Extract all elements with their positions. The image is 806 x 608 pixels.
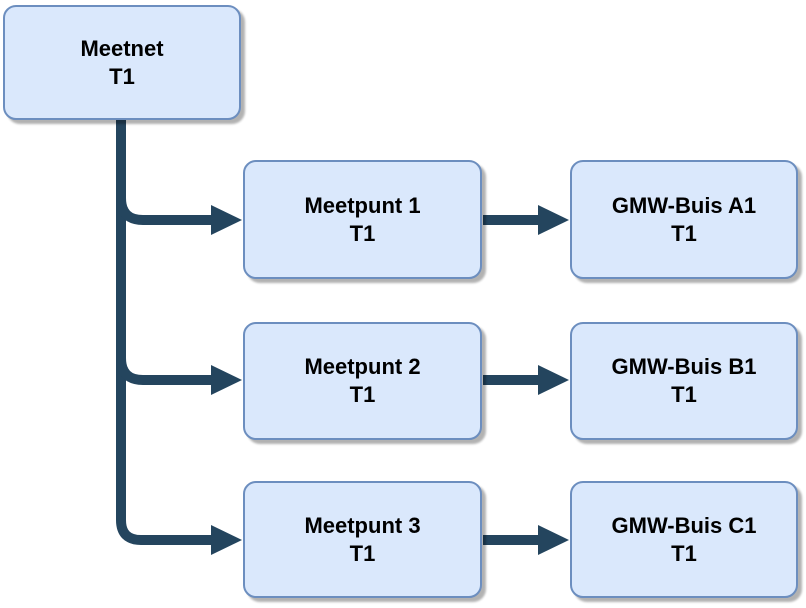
connector-meetnet-meetpunt3 [116, 120, 211, 545]
node-label: Meetpunt 2 [304, 354, 421, 379]
node-gmw-a1[interactable]: GMW-Buis A1 T1 [570, 160, 798, 279]
node-gmw-c1[interactable]: GMW-Buis C1 T1 [570, 481, 798, 598]
arrowhead-meetpunt2 [211, 365, 242, 395]
arrowhead-meetpunt1 [211, 205, 242, 235]
node-sublabel: T1 [671, 540, 697, 566]
node-meetpunt3[interactable]: Meetpunt 3 T1 [243, 481, 482, 598]
node-label: Meetpunt 3 [304, 512, 421, 538]
arrowhead-gmw-c1 [538, 525, 569, 555]
node-sublabel: T1 [349, 540, 376, 566]
node-gmw-b1[interactable]: GMW-Buis B1 T1 [570, 322, 798, 440]
node-meetnet[interactable]: Meetnet T1 [3, 5, 241, 120]
connector-meetnet-meetpunt2 [116, 356, 211, 385]
node-label: Meetpunt 1 [304, 192, 421, 218]
arrowhead-gmw-a1 [538, 205, 569, 235]
node-label: GMW-Buis C1 [611, 512, 757, 538]
node-label: GMW-Buis A1 [611, 192, 757, 218]
node-sublabel: T1 [349, 382, 376, 407]
connector-meetnet-meetpunt1 [116, 196, 211, 225]
arrowhead-meetpunt3 [211, 525, 242, 555]
node-sublabel: T1 [109, 63, 135, 89]
node-label: Meetnet [80, 35, 164, 61]
arrowhead-gmw-b1 [538, 365, 569, 395]
node-meetpunt1[interactable]: Meetpunt 1 T1 [243, 160, 482, 279]
node-sublabel: T1 [349, 220, 376, 246]
node-sublabel: T1 [671, 220, 697, 246]
node-label: GMW-Buis B1 [611, 354, 757, 379]
node-meetpunt2[interactable]: Meetpunt 2 T1 [243, 322, 482, 440]
node-sublabel: T1 [671, 382, 697, 407]
